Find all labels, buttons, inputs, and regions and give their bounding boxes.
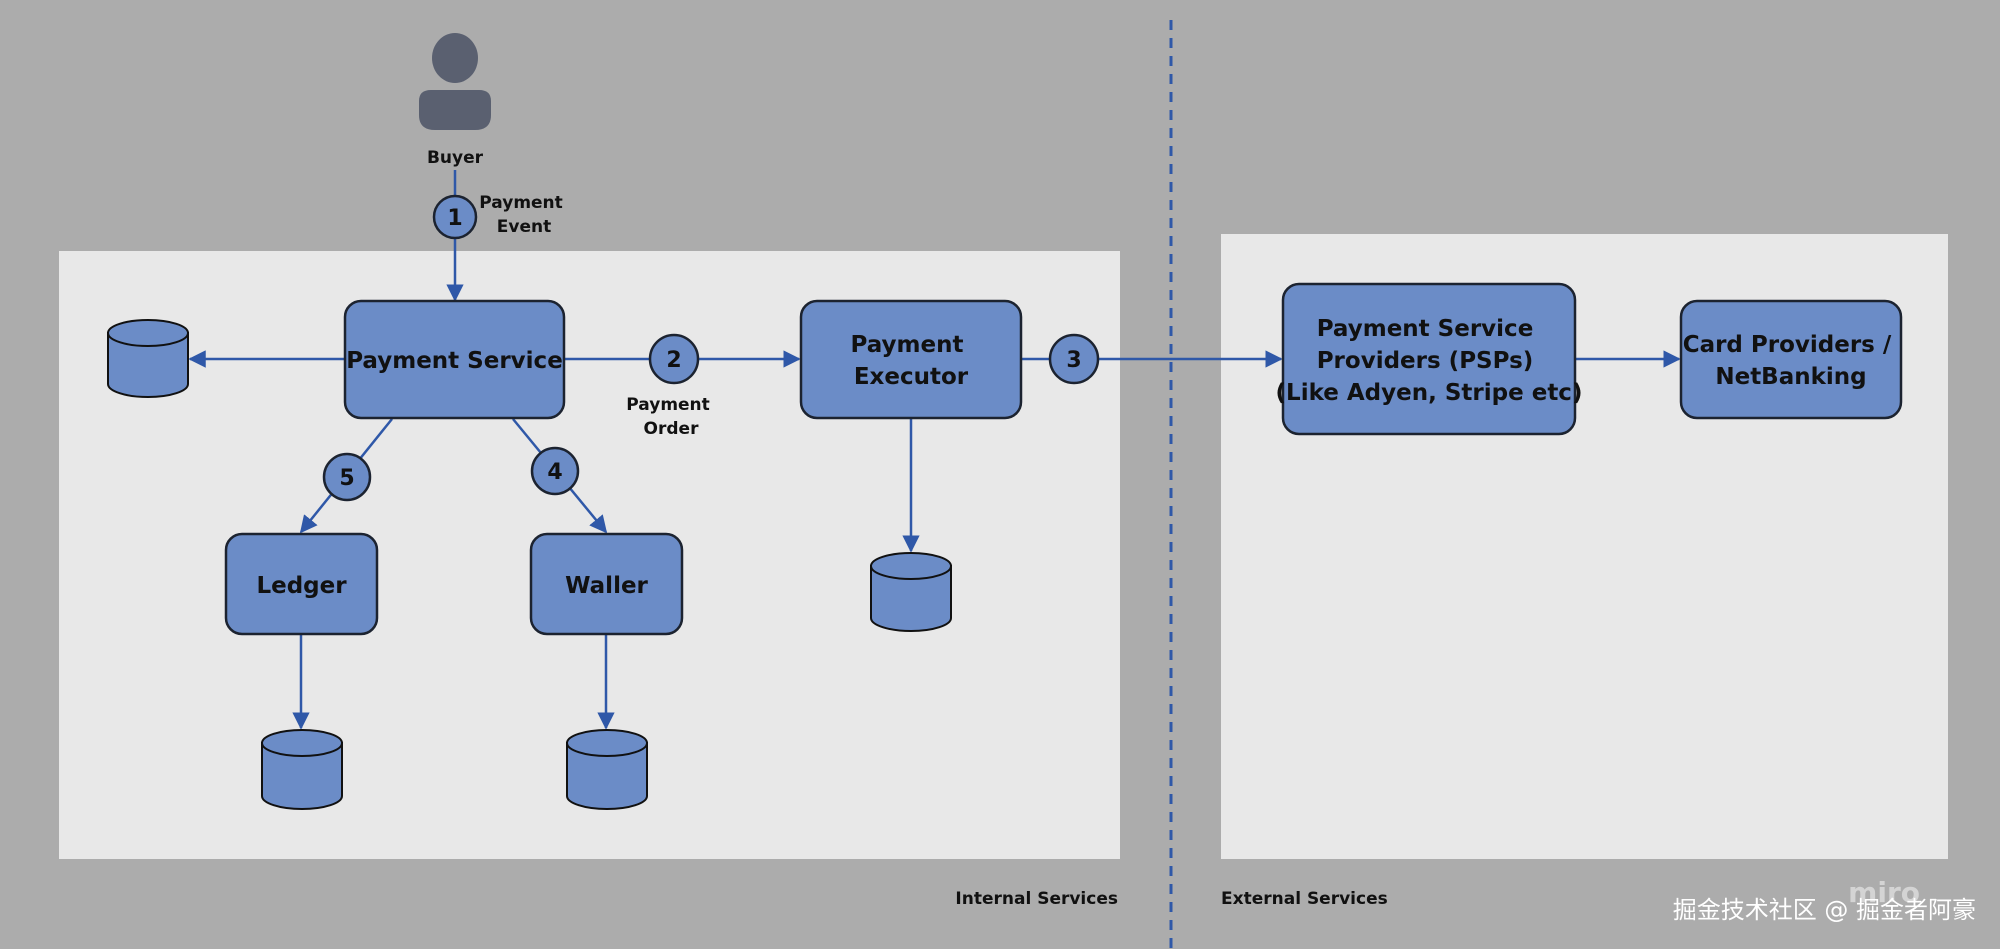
svg-text:Payment Executor: Payment Executor [851,332,972,390]
payment-service-db [107,319,189,398]
ledger-label: Ledger [256,573,347,599]
step-2-marker: 2 [648,333,700,385]
step-1-label-line-2: Event [497,217,551,237]
step-1-number: 1 [447,206,462,231]
node-psp[interactable]: Payment Service Providers (PSPs) (Like A… [1276,282,1583,436]
buyer-label: Buyer [427,148,484,168]
node-waller[interactable]: Waller [529,532,684,636]
step-1-label: Payment Event [479,193,568,237]
step-5-number: 5 [339,466,354,491]
watermark-logo: miro [1848,876,1920,909]
step-3-number: 3 [1066,348,1081,373]
buyer-actor: Buyer [419,33,491,168]
svg-text:Payment Service Provider: Payment Service Providers (PSPs) (Like A… [1276,316,1583,406]
waller-label: Waller [565,573,648,599]
svg-text:Payment Service: Payment Service [346,348,563,374]
step-2-label: Payment Order [626,395,715,439]
step-4-number: 4 [547,460,562,485]
step-2-label-line-1: Payment [626,395,710,415]
watermark: miro 掘金技术社区 @ 掘金者阿豪 [1673,876,1976,924]
psp-label-line-3: (Like Adyen, Stripe etc) [1276,380,1583,406]
card-providers-label-line-1: Card Providers / [1683,332,1892,358]
external-services-label: External Services [1221,889,1388,909]
step-3-marker: 3 [1048,333,1100,385]
svg-text:Ledger: Ledger [256,573,347,599]
svg-text:Waller: Waller [565,573,648,599]
node-payment-service[interactable]: Payment Service [343,299,566,420]
step-2-number: 2 [666,348,681,373]
waller-db [566,729,648,810]
step-5-marker: 5 [322,452,372,502]
person-icon [419,33,491,130]
step-2-label-line-2: Order [644,419,700,439]
psp-label-line-2: Providers (PSPs) [1317,348,1534,374]
payment-executor-label-line-1: Payment [851,332,964,358]
svg-text:Card Providers / NetBank: Card Providers / NetBanking [1683,332,1900,390]
payment-service-label: Payment Service [346,348,563,374]
internal-services-label: Internal Services [955,889,1118,909]
step-1-label-line-1: Payment [479,193,563,213]
payment-executor-label-line-2: Executor [854,364,969,390]
payment-executor-db [870,552,952,632]
node-ledger[interactable]: Ledger [224,532,379,636]
psp-label-line-1: Payment Service [1317,316,1534,342]
step-1-marker: 1 [432,194,478,240]
node-payment-executor[interactable]: Payment Executor [799,299,1023,420]
watermark-text: 掘金技术社区 @ 掘金者阿豪 [1673,896,1976,924]
node-card-providers[interactable]: Card Providers / NetBanking [1679,299,1903,420]
card-providers-label-line-2: NetBanking [1715,364,1866,390]
ledger-db [261,729,343,810]
step-4-marker: 4 [530,446,580,496]
